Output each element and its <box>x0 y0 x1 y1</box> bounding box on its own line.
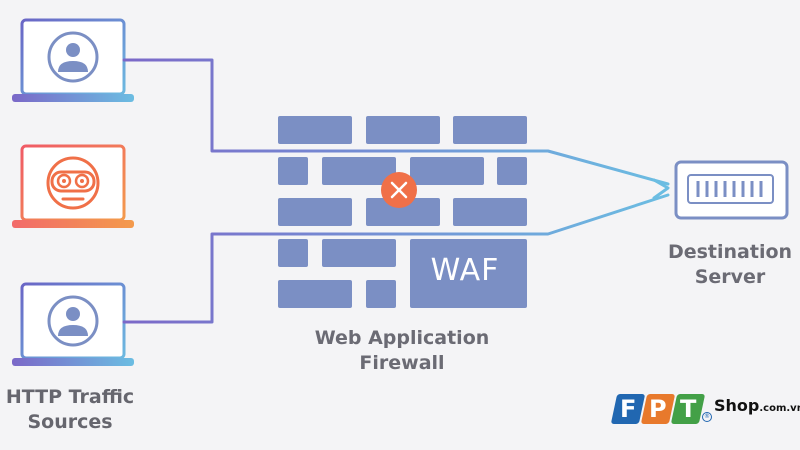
user-icon <box>47 31 99 83</box>
source-laptop-2 <box>12 144 134 228</box>
logo-letter-t: T <box>670 394 706 424</box>
blocked-x-icon <box>381 172 417 208</box>
server-icon <box>674 160 789 220</box>
registered-mark: ® <box>702 412 712 422</box>
logo-domain-text: .com.vn <box>759 403 800 414</box>
source-laptop-1 <box>12 18 134 102</box>
user-icon <box>47 295 99 347</box>
traffic-lines <box>122 58 670 324</box>
traffic-line-1 <box>122 58 670 186</box>
firewall-wall <box>278 116 527 308</box>
web-application-firewall-label: Web Application Firewall <box>314 327 490 374</box>
waf-block-label: WAF <box>430 253 500 288</box>
destination-server-label: Destination Server <box>667 241 793 288</box>
http-traffic-sources-label: HTTP Traffic Sources <box>5 386 135 433</box>
logo-shop-text: Shop <box>714 396 760 415</box>
logo-letter-f: F <box>610 394 646 424</box>
arrowhead <box>652 178 670 200</box>
waf-block <box>410 239 527 308</box>
logo-letter-p: P <box>640 394 676 424</box>
logo-wordmark: Shop.com.vn <box>714 396 800 415</box>
fpt-shop-logo: F P T ® Shop.com.vn <box>610 384 800 436</box>
source-laptop-3 <box>12 282 134 366</box>
robot-icon <box>46 156 100 210</box>
traffic-line-3 <box>122 193 670 324</box>
